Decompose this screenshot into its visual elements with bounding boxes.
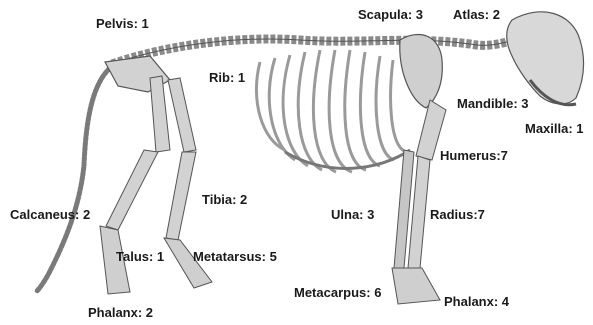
- scapula: [400, 34, 443, 108]
- label-phalanx-hind: Phalanx: 2: [88, 305, 153, 320]
- label-phalanx-front: Phalanx: 4: [444, 294, 509, 309]
- label-pelvis: Pelvis: 1: [96, 16, 149, 31]
- label-metatarsus: Metatarsus: 5: [193, 249, 277, 264]
- label-mandible: Mandible: 3: [457, 96, 529, 111]
- label-maxilla: Maxilla: 1: [525, 121, 584, 136]
- hind-tibia-2: [166, 152, 196, 240]
- front-foot: [392, 268, 440, 304]
- label-calcaneus: Calcaneus: 2: [10, 207, 90, 222]
- label-talus: Talus: 1: [116, 249, 164, 264]
- label-ulna: Ulna: 3: [331, 207, 374, 222]
- hind-femur: [150, 76, 170, 152]
- skull: [507, 12, 584, 104]
- label-scapula: Scapula: 3: [358, 7, 423, 22]
- hind-femur-2: [168, 78, 196, 152]
- label-metacarpus: Metacarpus: 6: [294, 285, 381, 300]
- rib-cage: [256, 50, 406, 172]
- label-humerus: Humerus:7: [440, 148, 508, 163]
- label-rib: Rib: 1: [209, 70, 245, 85]
- label-tibia: Tibia: 2: [202, 192, 247, 207]
- hind-tibia: [106, 150, 158, 230]
- label-atlas: Atlas: 2: [453, 7, 500, 22]
- tail-vertebrae: [36, 68, 110, 292]
- label-radius: Radius:7: [430, 207, 485, 222]
- sternum: [285, 150, 410, 168]
